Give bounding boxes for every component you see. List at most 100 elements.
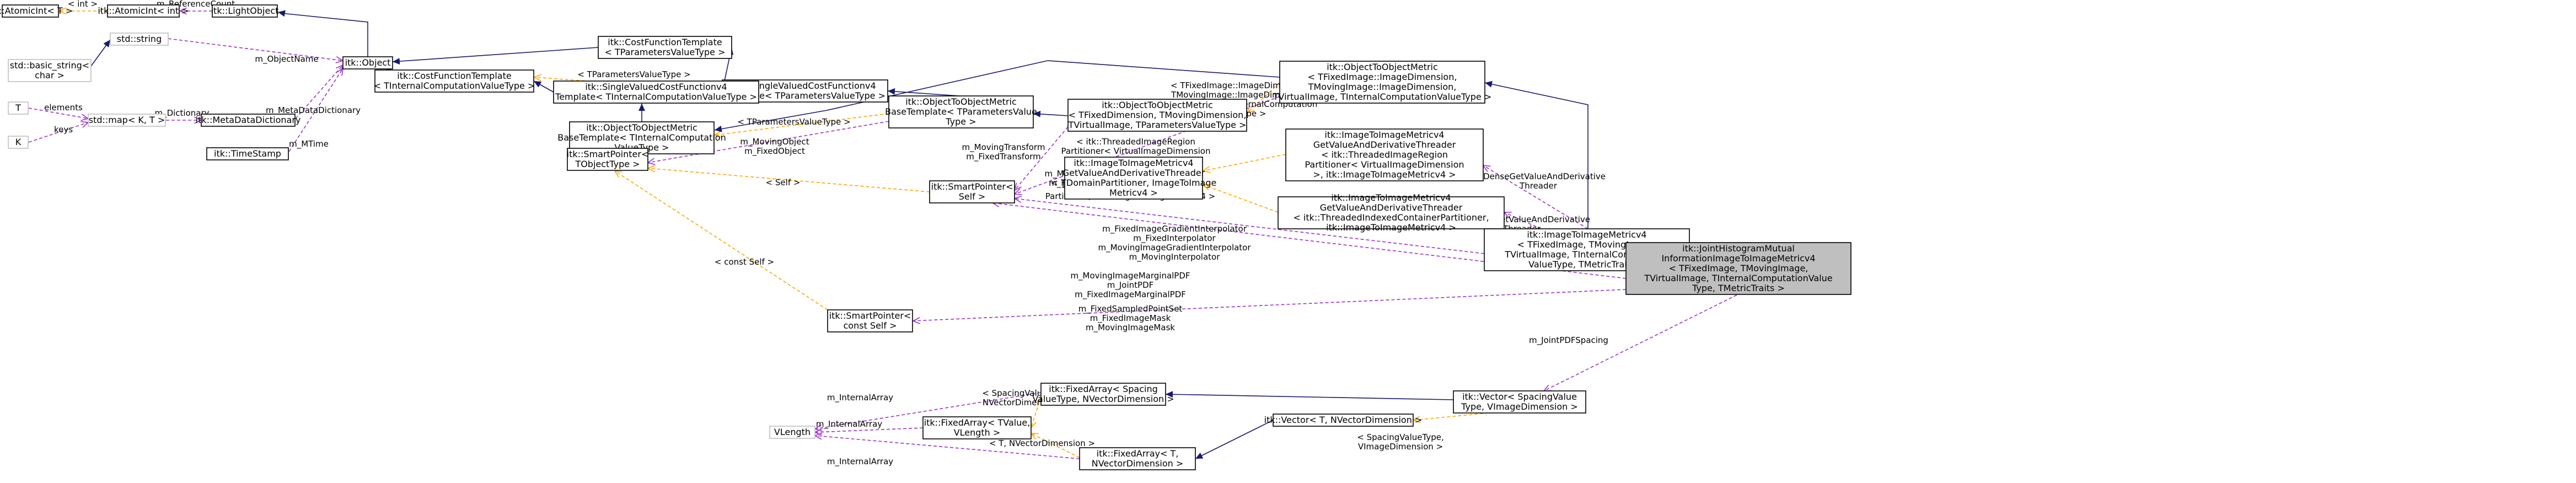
edge-imagetoimagemetricv4-to-smartpointer_self [1015, 198, 1485, 254]
edge-T-to-std_map [28, 108, 88, 119]
class-node-vector-t[interactable]: itk::Vector< T, NVectorDimension > [1264, 414, 1423, 427]
edge-fixedarray_tvalue-to-vlength [815, 427, 924, 432]
class-node-metadatadictionary[interactable]: itk::MetaDataDictionary [196, 114, 301, 127]
class-node-imagetoimagemetricv4[interactable]: itk::ImageToImageMetricv4< TFixedImage, … [1484, 228, 1690, 271]
class-node-label: itk::AtomicInt< int > [98, 6, 189, 16]
class-node-box [1064, 157, 1203, 200]
class-node-vlength[interactable]: VLength [769, 426, 815, 439]
class-node-box [1278, 196, 1505, 229]
class-node-box [206, 147, 289, 160]
class-node-atomicint-int[interactable]: itk::AtomicInt< int > [98, 4, 189, 18]
class-node-label: std::basic_string<char > [10, 60, 89, 80]
class-node-box [1279, 61, 1485, 104]
class-node-costfunctiontemplate-p[interactable]: itk::CostFunctionTemplate< TParametersVa… [598, 36, 732, 59]
class-node-label: std::string [117, 34, 162, 44]
class-node-box [212, 4, 278, 18]
class-node-timestamp[interactable]: itk::TimeStamp [206, 147, 289, 160]
class-node-label: itk::LightObject [211, 6, 279, 16]
class-node-label: itk::MetaDataDictionary [196, 115, 301, 125]
class-node-std-map[interactable]: std::map< K, T > [88, 114, 166, 127]
edge-label-e-t-nvec: < T, NVectorDimension > [989, 438, 1095, 448]
edge-smartpointer_constself-to-smartpointer_t [615, 171, 828, 310]
class-node-label: itk::ObjectToObjectMetric< TFixedDimensi… [1068, 100, 1247, 130]
edge-label-e-internal1: m_InternalArray [827, 393, 893, 403]
class-node-box [598, 36, 732, 59]
class-node-smartpointer-self[interactable]: itk::SmartPointer<Self > [929, 180, 1015, 203]
class-node-box [2, 4, 59, 18]
edge-label-e-keys: keys [54, 125, 73, 135]
edge-label-e-metadict: m_MetaDataDictionary [266, 105, 361, 116]
edge-o2o_base_p-to-smartpointer_t [648, 121, 889, 163]
class-node-smartpointer-constself[interactable]: itk::SmartPointer<const Self > [827, 309, 913, 332]
class-node-lightobject[interactable]: itk::LightObject [211, 4, 279, 18]
class-node-box [201, 114, 296, 127]
class-node-box [107, 4, 180, 18]
class-node-label: itk::ObjectToObjectMetric< TFixedImage::… [1273, 62, 1492, 102]
class-node-costfunctiontemplate-i[interactable]: itk::CostFunctionTemplate< TInternalComp… [374, 69, 535, 93]
edge-label-e-tpl-params: < TParametersValueType > [577, 69, 690, 79]
class-node-o2o-metric-full[interactable]: itk::ObjectToObjectMetric< TFixedImage::… [1273, 61, 1492, 104]
edge-label-e-jointpdfspacing: m_JointPDFSpacing [1529, 335, 1608, 346]
edge-jointhistogram-to-smartpointer_constself [913, 289, 1627, 321]
class-node-box [922, 416, 1032, 439]
edge-label-e-internal3: m_InternalArray [827, 457, 893, 467]
class-node-label: K [15, 137, 22, 147]
class-node-label: itk::Vector< T, NVectorDimension > [1264, 415, 1423, 425]
edge-o2o_base_p-to-o2o_base_i [715, 113, 889, 135]
edge-threader_sparse-to-threader_generic [1203, 185, 1279, 213]
class-node-object[interactable]: itk::Object [342, 56, 393, 69]
edge-vector_t-to-fixedarray_t [1195, 420, 1274, 459]
class-node-box [769, 426, 815, 439]
edge-imagetoimagemetricv4-to-threader_dense [1483, 165, 1588, 229]
class-node-K[interactable]: K [8, 136, 29, 149]
class-node-box [88, 114, 166, 127]
edge-label-e-self: < Self > [766, 178, 801, 187]
edge-vector_spacing-to-fixedarray_spacing [1165, 391, 1454, 400]
edge-smartpointer_self-to-smartpointer_t [648, 168, 930, 192]
class-node-label: itk::AtomicInt< T > [0, 6, 73, 16]
class-node-label: itk::TimeStamp [214, 148, 281, 159]
class-node-smartpointer-t[interactable]: itk::SmartPointer<TObjectType > [567, 148, 649, 171]
class-node-fixedarray-t[interactable]: itk::FixedArray< T,NVectorDimension > [1079, 447, 1196, 470]
class-node-T[interactable]: T [8, 101, 29, 115]
edge-K-to-std_map [28, 122, 88, 143]
class-node-box [1285, 128, 1484, 181]
class-node-box [553, 80, 759, 104]
edge-vector_spacing-to-vector_t [1413, 412, 1489, 420]
class-node-atomicint-t[interactable]: itk::AtomicInt< T > [0, 4, 73, 18]
edge-svcf_i-to-costfunctiontemplate_i [533, 80, 554, 93]
class-node-o2o-metric-v[interactable]: itk::ObjectToObjectMetric< TFixedDimensi… [1067, 99, 1247, 132]
class-node-fixedarray-tvalue[interactable]: itk::FixedArray< TValue,VLength > [922, 416, 1032, 439]
edge-object-to-lightobject [277, 10, 368, 57]
class-node-label: T [15, 103, 21, 113]
class-node-box [1625, 242, 1852, 295]
class-node-box [110, 33, 169, 46]
class-node-box [8, 101, 29, 115]
class-node-box [1040, 383, 1166, 406]
class-node-std-string[interactable]: std::string [110, 33, 169, 46]
class-node-box [1079, 447, 1196, 470]
class-node-box [1273, 414, 1414, 427]
edge-label-e-tpl-params2: < TParametersValueType > [737, 117, 850, 127]
class-node-label: itk::SmartPointer<TObjectType > [567, 149, 649, 169]
edge-label-e-objname: m_ObjectName [255, 54, 318, 65]
class-node-std-basic-string[interactable]: std::basic_string<char > [8, 59, 92, 82]
class-node-label: itk::Object [345, 57, 391, 68]
